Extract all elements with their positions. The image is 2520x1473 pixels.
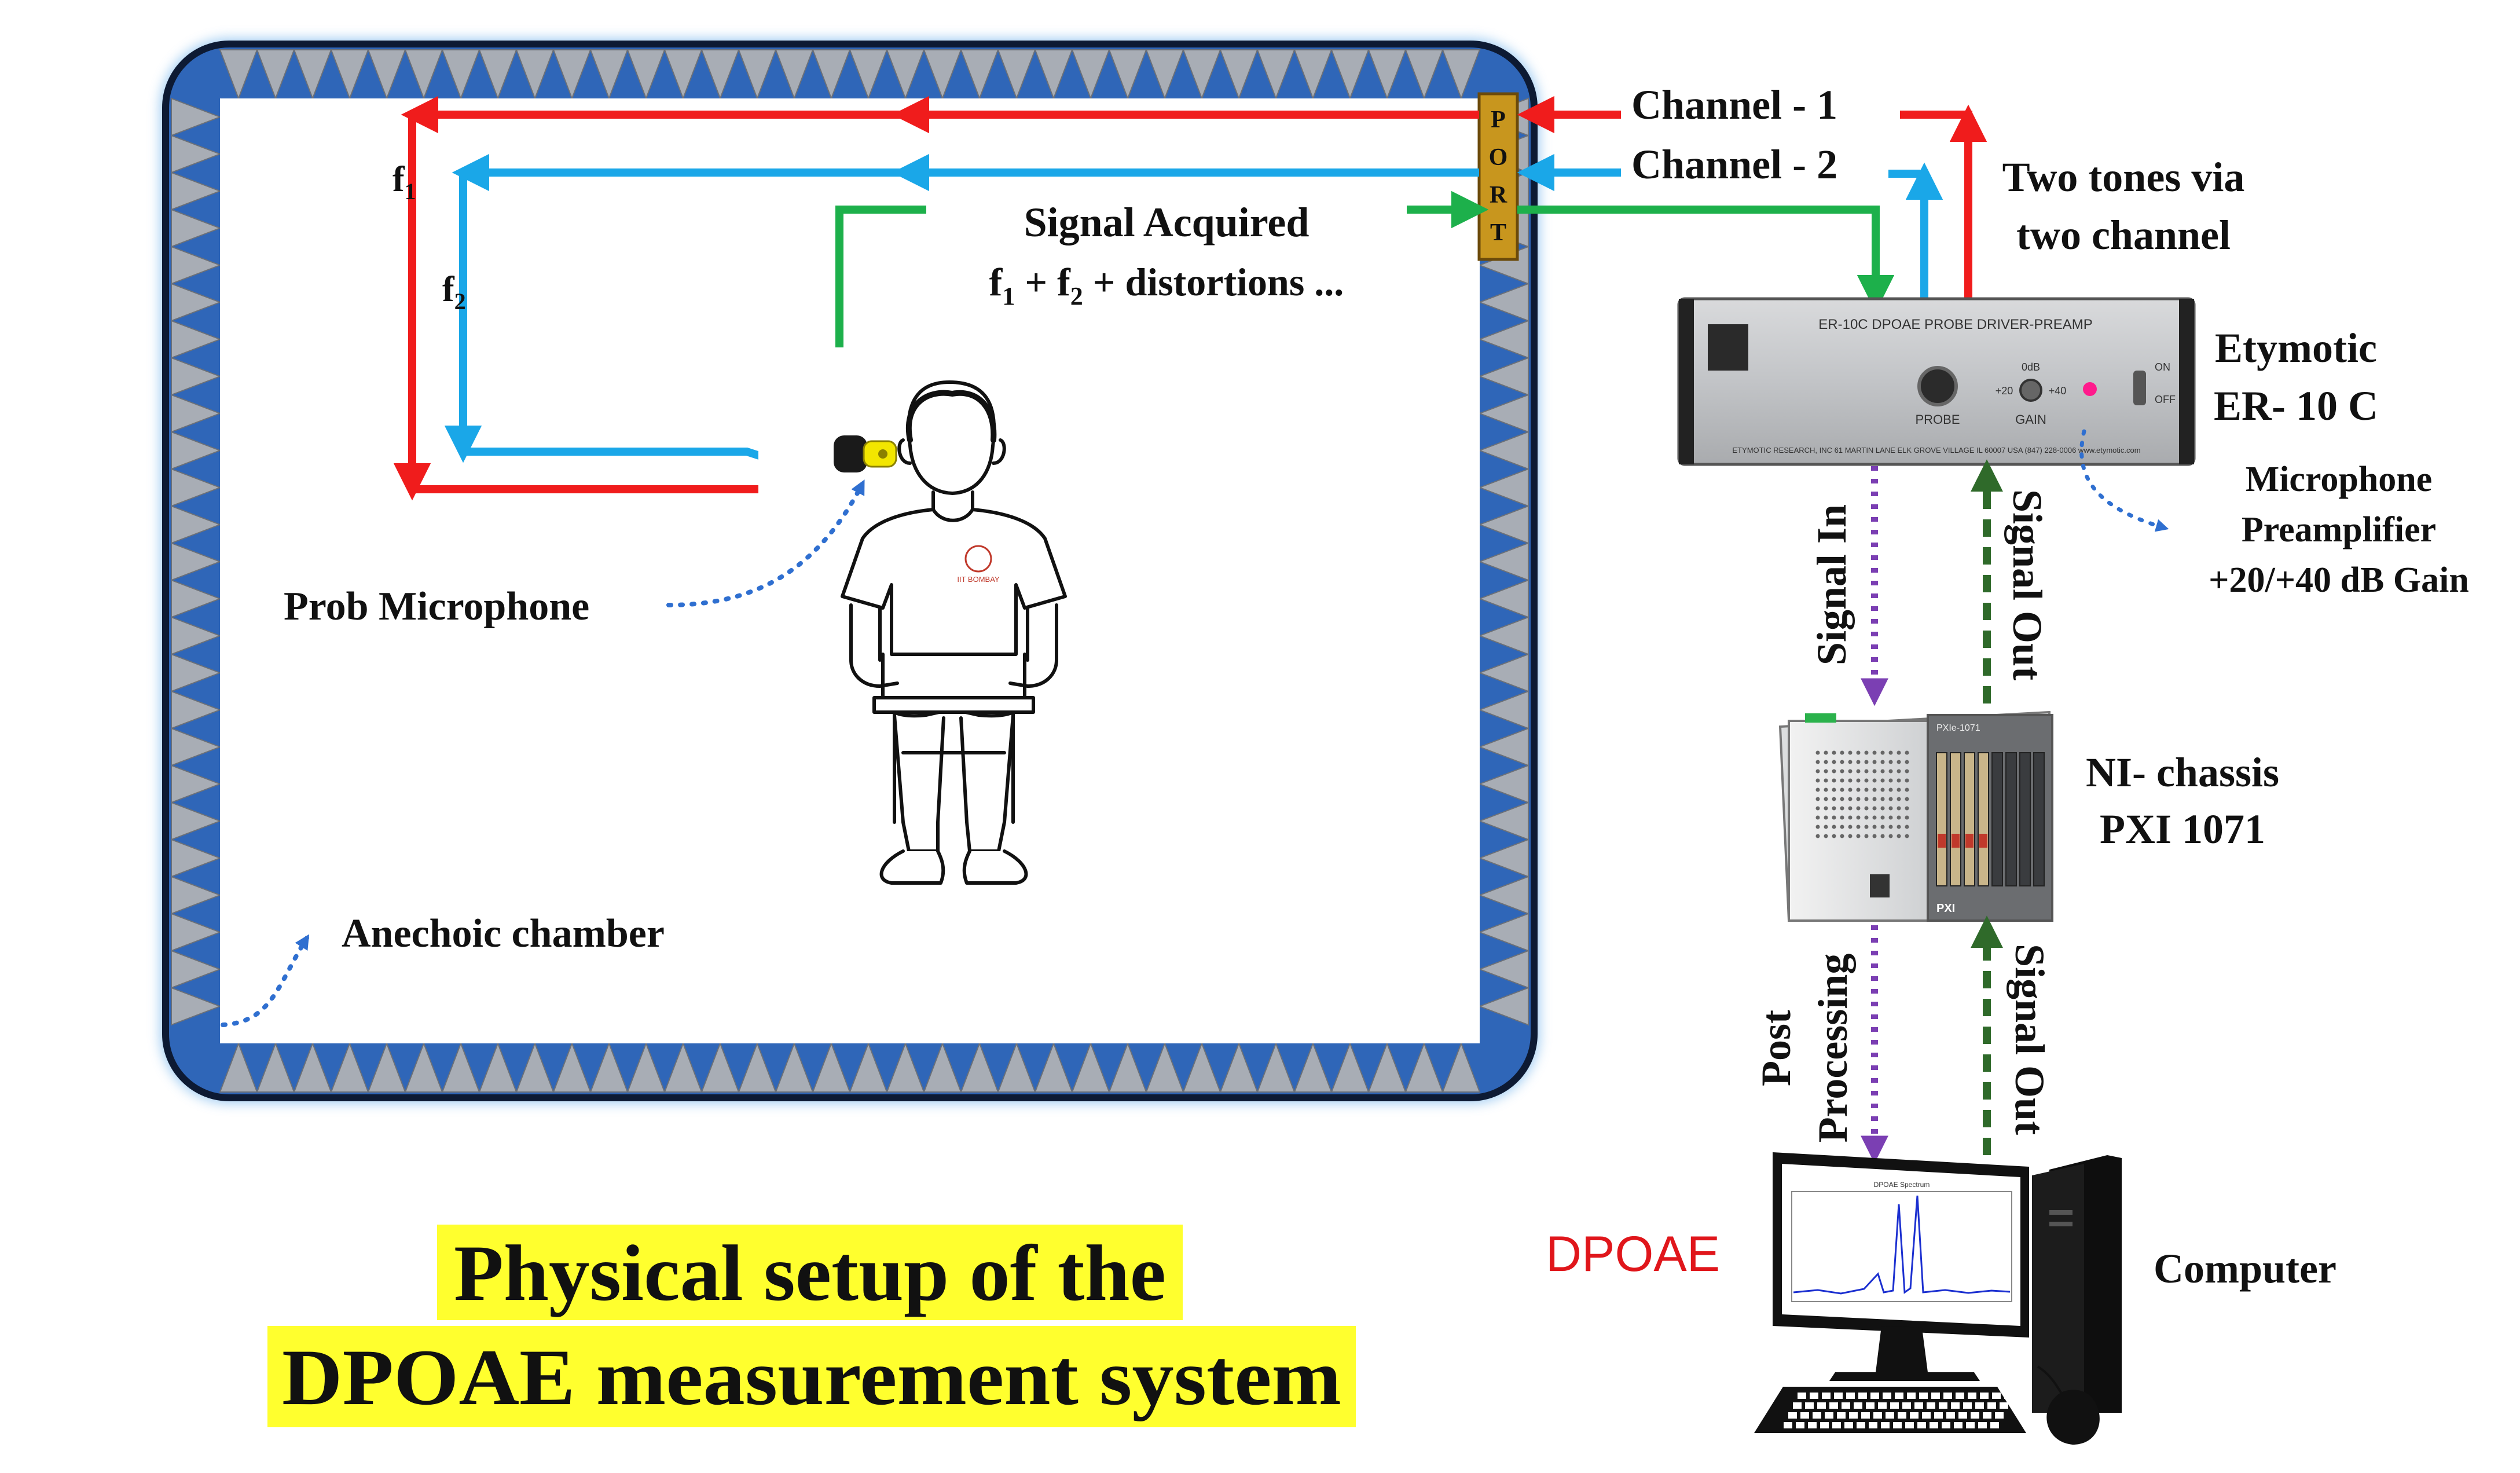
- preamp-pointer: [2079, 429, 2169, 532]
- f2-label: f2: [442, 270, 466, 314]
- signal-out-label-lower: Signal Out: [2007, 944, 2053, 1135]
- signal-in-label: Signal In: [1809, 504, 1855, 665]
- signal-out-label-upper: Signal Out: [2004, 489, 2051, 680]
- probe-microphone: [834, 435, 897, 472]
- gain-selector[interactable]: [2019, 379, 2042, 402]
- port-connector: P O R T: [1477, 92, 1519, 261]
- etymotic-label-line1: Etymotic: [2215, 325, 2377, 371]
- title-line-2: DPOAE measurement system: [282, 1333, 1341, 1421]
- channel-1-external: [1517, 96, 1987, 301]
- ni-pxi-chassis: PXIe-1071 PXI: [1778, 710, 2054, 922]
- preamp-label-line2: Preamplifier: [2242, 510, 2436, 549]
- f1-label: f1: [393, 160, 416, 204]
- probe-jack-label: PROBE: [1915, 412, 1960, 427]
- port-letter-p: P: [1491, 107, 1506, 133]
- chassis-vent-holes: [1815, 750, 1909, 838]
- power-switch[interactable]: [2133, 371, 2146, 405]
- ni-model-text: PXIe-1071: [1936, 723, 1980, 733]
- gain-plus20-label: +20: [1996, 385, 2013, 397]
- gain-0db-label: 0dB: [2022, 361, 2040, 373]
- port-letter-o: O: [1489, 144, 1508, 171]
- power-led: [2083, 382, 2097, 396]
- post-processing-label-line1: Post: [1753, 1010, 1799, 1086]
- probe-jack[interactable]: [1917, 366, 1958, 406]
- title-line-1: Physical setup of the: [454, 1229, 1166, 1317]
- preamp-label-line3: +20/+40 dB Gain: [2209, 560, 2469, 600]
- screen-plot-title: DPOAE Spectrum: [1874, 1181, 1930, 1189]
- switch-on-label: ON: [2155, 361, 2170, 373]
- anechoic-chamber-label: Anechoic chamber: [342, 911, 665, 956]
- port-letter-t: T: [1490, 219, 1506, 246]
- keyboard-keys: [1784, 1393, 2013, 1428]
- acquired-external: [1517, 206, 1895, 313]
- port-letter-r: R: [1490, 182, 1507, 208]
- computer: DPOAE Spectrum: [1754, 1152, 2122, 1445]
- channel-2-external: [1517, 153, 1943, 301]
- computer-label: Computer: [2154, 1245, 2336, 1292]
- two-tones-label-line2: two channel: [2016, 212, 2231, 258]
- signal-acquired-formula: f1 + f2 + distortions ...: [989, 260, 1344, 310]
- channel-2-label: Channel - 2: [1631, 141, 1837, 188]
- etymotic-logo: [1708, 324, 1748, 371]
- probe-pointer: [666, 479, 865, 607]
- seated-subject-figure: IIT BOMBAY: [758, 347, 1135, 903]
- post-processing-label-line2: Processing: [1810, 954, 1856, 1143]
- gain-label: GAIN: [2015, 412, 2046, 427]
- er10c-driver-preamp: ER-10C DPOAE PROBE DRIVER-PREAMP PROBE 0…: [1677, 297, 2196, 466]
- channel-1-label: Channel - 1: [1631, 82, 1837, 128]
- probe-microphone-label: Prob Microphone: [284, 584, 589, 629]
- ni-chassis-label-line1: NI- chassis: [2086, 749, 2279, 796]
- chassis-module-slots: [1936, 752, 2045, 886]
- figure-title: Physical setup of the DPOAE measurement …: [267, 1225, 1356, 1427]
- gain-plus40-label: +40: [2049, 385, 2067, 397]
- etymotic-label-line2: ER- 10 C: [2214, 383, 2378, 429]
- dpoae-screen-label: DPOAE: [1546, 1226, 1720, 1282]
- chamber-pointer: [221, 934, 310, 1027]
- shirt-logo-text: IIT BOMBAY: [957, 575, 1000, 584]
- screen-spectrum-trace: [1793, 1195, 2011, 1295]
- two-tones-label-line1: Two tones via: [2002, 154, 2245, 200]
- er10c-panel-title: ER-10C DPOAE PROBE DRIVER-PREAMP: [1818, 317, 2092, 332]
- chassis-power-button[interactable]: [1870, 874, 1890, 897]
- preamp-label-line1: Microphone: [2246, 460, 2433, 499]
- foam-wedges: [171, 49, 1529, 1093]
- signal-acquired-label: Signal Acquired: [1024, 199, 1309, 246]
- ni-chassis-label-line2: PXI 1071: [2100, 806, 2265, 852]
- switch-off-label: OFF: [2155, 394, 2176, 405]
- ni-pxi-badge: PXI: [1936, 902, 1955, 915]
- er10c-footer: ETYMOTIC RESEARCH, INC 61 MARTIN LANE EL…: [1732, 446, 2140, 455]
